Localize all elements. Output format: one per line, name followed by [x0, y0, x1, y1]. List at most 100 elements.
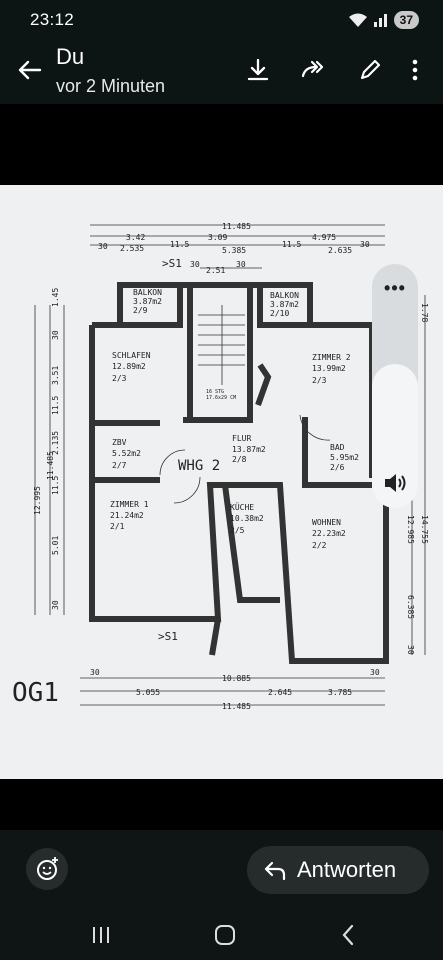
- sent-time: vor 2 Minuten: [56, 76, 166, 96]
- svg-text:30: 30: [51, 600, 60, 610]
- svg-text:22.23m2: 22.23m2: [312, 529, 346, 538]
- edit-icon[interactable]: [356, 56, 384, 84]
- svg-text:21.24m2: 21.24m2: [110, 511, 144, 520]
- svg-text:30: 30: [236, 260, 246, 269]
- svg-text:2.51: 2.51: [206, 266, 225, 275]
- room-zimmer-2: ZIMMER 2 13.99m2 2/3: [312, 353, 351, 385]
- svg-text:30: 30: [98, 242, 108, 251]
- svg-text:2/5: 2/5: [230, 526, 245, 535]
- app-bar: Du vor 2 Minuten: [0, 42, 443, 104]
- svg-text:2/10: 2/10: [270, 309, 289, 318]
- svg-text:2.535: 2.535: [120, 244, 144, 253]
- battery-badge: 37: [393, 11, 419, 29]
- svg-text:11.5: 11.5: [170, 240, 189, 249]
- svg-text:2/1: 2/1: [110, 522, 125, 531]
- svg-text:2.645: 2.645: [268, 688, 292, 697]
- svg-text:2.135: 2.135: [51, 431, 60, 455]
- svg-text:12.995: 12.995: [33, 486, 42, 515]
- svg-text:11.5: 11.5: [51, 396, 60, 415]
- svg-text:30: 30: [51, 330, 60, 340]
- svg-text:13.99m2: 13.99m2: [312, 364, 346, 373]
- svg-text:14.755: 14.755: [420, 515, 429, 544]
- svg-text:2/6: 2/6: [330, 463, 345, 472]
- system-nav-bar: [0, 910, 443, 960]
- image-viewer[interactable]: 11.485 3.42 3.09 4.975 30 2.535 11.5 5.3…: [0, 104, 443, 830]
- svg-text:2.635: 2.635: [328, 246, 352, 255]
- svg-text:30: 30: [360, 240, 370, 249]
- svg-text:FLUR: FLUR: [232, 434, 251, 443]
- floor-plan-photo[interactable]: 11.485 3.42 3.09 4.975 30 2.535 11.5 5.3…: [0, 185, 443, 779]
- room-schlafen: SCHLAFEN 12.89m2 2/3: [112, 351, 151, 383]
- reply-button[interactable]: Antworten: [247, 846, 429, 894]
- status-icons: 37: [348, 11, 419, 29]
- svg-text:BALKON: BALKON: [133, 288, 162, 297]
- plan-dim-total-width: 11.485: [222, 222, 251, 231]
- svg-text:5.385: 5.385: [222, 246, 246, 255]
- svg-text:2/9: 2/9: [133, 306, 148, 315]
- status-time: 23:12: [30, 10, 75, 29]
- svg-text:WOHNEN: WOHNEN: [312, 518, 341, 527]
- svg-text:3.09: 3.09: [208, 233, 227, 242]
- svg-text:4.975: 4.975: [312, 233, 336, 242]
- emoji-button[interactable]: [26, 848, 68, 890]
- room-wohnen: WOHNEN 22.23m2 2/2: [312, 518, 346, 550]
- svg-text:12.89m2: 12.89m2: [112, 362, 146, 371]
- forward-icon[interactable]: [300, 56, 328, 84]
- svg-text:1.45: 1.45: [51, 288, 60, 307]
- svg-text:2/8: 2/8: [232, 455, 247, 464]
- back-icon[interactable]: [336, 922, 362, 948]
- download-icon[interactable]: [244, 56, 272, 84]
- recent-apps-icon[interactable]: [88, 922, 114, 948]
- signal-icon: [373, 14, 387, 27]
- svg-text:5.52m2: 5.52m2: [112, 449, 141, 458]
- svg-text:5.95m2: 5.95m2: [330, 453, 359, 462]
- svg-text:ZIMMER 1: ZIMMER 1: [110, 500, 149, 509]
- sound-icon[interactable]: [382, 470, 408, 496]
- svg-text:1.78: 1.78: [420, 303, 429, 322]
- emoji-plus-icon: [37, 857, 58, 880]
- unit-label: WHG 2: [178, 458, 220, 474]
- status-bar: 23:12 37: [0, 0, 443, 42]
- home-icon[interactable]: [212, 922, 238, 948]
- side-volume-panel[interactable]: •••: [372, 264, 418, 508]
- svg-text:11.485: 11.485: [222, 702, 251, 711]
- back-arrow-icon[interactable]: [16, 56, 44, 84]
- reply-arrow-icon: [264, 861, 286, 881]
- stair-note-1: 16 STG: [206, 389, 224, 395]
- svg-text:2/3: 2/3: [312, 376, 327, 385]
- svg-text:11.485: 11.485: [46, 451, 55, 480]
- svg-text:10.38m2: 10.38m2: [230, 514, 264, 523]
- room-zbv: ZBV 5.52m2 2/7: [112, 438, 141, 470]
- sender-name: Du: [56, 44, 85, 69]
- svg-text:3.42: 3.42: [126, 233, 145, 242]
- svg-text:30: 30: [190, 260, 200, 269]
- svg-text:ZBV: ZBV: [112, 438, 127, 447]
- svg-text:2/7: 2/7: [112, 461, 127, 470]
- reply-label: Antworten: [297, 857, 397, 882]
- svg-text:11.5: 11.5: [51, 476, 60, 495]
- room-flur: FLUR 13.87m2 2/8: [232, 434, 266, 464]
- section-marker-bottom: >S1: [158, 630, 178, 643]
- svg-text:3.51: 3.51: [51, 366, 60, 385]
- room-balkon-1: BALKON 3.87m2 2/9: [133, 288, 162, 315]
- svg-text:5.055: 5.055: [136, 688, 160, 697]
- wifi-icon: [348, 13, 367, 27]
- more-icon[interactable]: [404, 56, 426, 84]
- svg-text:BALKON: BALKON: [270, 291, 299, 300]
- room-kueche: KÜCHE 10.38m2 2/5: [230, 502, 264, 535]
- svg-text:3.785: 3.785: [328, 688, 352, 697]
- room-zimmer-1: ZIMMER 1 21.24m2 2/1: [110, 500, 149, 531]
- bottom-bar: Antworten: [0, 830, 443, 910]
- svg-text:KÜCHE: KÜCHE: [230, 502, 254, 512]
- svg-text:12.985: 12.985: [406, 515, 415, 544]
- svg-text:ZIMMER 2: ZIMMER 2: [312, 353, 351, 362]
- svg-text:13.87m2: 13.87m2: [232, 445, 266, 454]
- svg-text:10.885: 10.885: [222, 674, 251, 683]
- svg-text:BAD: BAD: [330, 443, 345, 452]
- svg-text:3.87m2: 3.87m2: [133, 297, 162, 306]
- room-balkon-2: BALKON 3.87m2 2/10: [270, 291, 299, 318]
- panel-more-icon[interactable]: •••: [384, 278, 406, 298]
- svg-text:3.87m2: 3.87m2: [270, 300, 299, 309]
- svg-text:6.385: 6.385: [406, 595, 415, 619]
- svg-text:5.01: 5.01: [51, 536, 60, 555]
